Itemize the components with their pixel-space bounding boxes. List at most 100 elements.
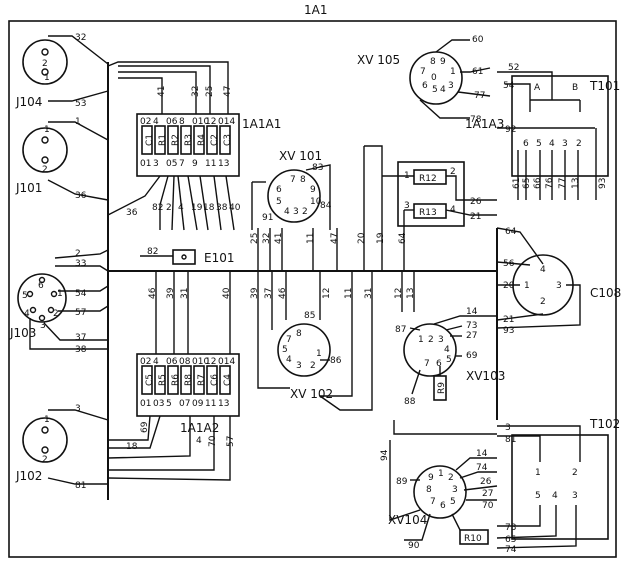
svg-text:84: 84 [320, 201, 332, 211]
board2-pin-label: 12 [205, 357, 216, 367]
svg-text:6: 6 [523, 139, 529, 149]
board2-part-label: R6 [171, 374, 181, 386]
board1-part-r2 [167, 125, 179, 155]
svg-text:26: 26 [470, 197, 482, 207]
svg-text:3: 3 [75, 404, 81, 414]
svg-text:74: 74 [476, 463, 488, 473]
svg-text:19: 19 [376, 232, 386, 244]
svg-text:94: 94 [380, 449, 390, 461]
svg-text:1: 1 [44, 125, 50, 135]
svg-text:70: 70 [482, 501, 494, 511]
svg-text:1: 1 [524, 281, 530, 291]
svg-text:3: 3 [505, 423, 511, 433]
xv102-label: XV 102 [290, 387, 333, 401]
svg-text:5: 5 [535, 491, 541, 501]
svg-text:73: 73 [505, 523, 516, 533]
svg-text:R13: R13 [419, 208, 437, 218]
j102-connector: 1 2 J102 3 81 [15, 404, 109, 491]
board1-part-r3 [180, 125, 192, 155]
svg-text:57: 57 [226, 436, 236, 447]
svg-text:65: 65 [505, 535, 516, 545]
svg-text:2: 2 [302, 207, 308, 217]
e101-terminal: E101 82 [140, 247, 235, 265]
board2-part-label: C6 [210, 374, 220, 386]
svg-text:5: 5 [536, 139, 542, 149]
board3-label: 1A1A3 [465, 117, 504, 131]
board1-pin-label: 8 [179, 117, 185, 127]
svg-text:4: 4 [540, 265, 546, 275]
svg-text:64: 64 [505, 227, 517, 237]
svg-text:46: 46 [148, 287, 158, 299]
svg-text:92: 92 [505, 125, 516, 135]
svg-text:21: 21 [503, 315, 514, 325]
svg-text:4: 4 [286, 355, 292, 365]
svg-text:3: 3 [572, 491, 578, 501]
svg-text:69: 69 [466, 351, 478, 361]
svg-text:20: 20 [357, 232, 367, 244]
svg-text:31: 31 [180, 288, 190, 299]
board1-part-label: C3 [223, 134, 233, 146]
svg-text:3: 3 [404, 201, 410, 211]
r12-resistor [413, 169, 447, 185]
svg-text:38: 38 [75, 345, 87, 355]
svg-text:7: 7 [286, 335, 292, 345]
board1-pin-label: 7 [179, 159, 185, 169]
svg-text:26: 26 [480, 477, 492, 487]
board2-part-label: C4 [223, 374, 233, 386]
svg-text:2: 2 [572, 468, 578, 478]
svg-text:40: 40 [222, 287, 232, 299]
svg-text:4: 4 [24, 309, 30, 319]
svg-text:14: 14 [476, 449, 488, 459]
svg-text:0: 0 [431, 73, 437, 83]
svg-text:6: 6 [440, 501, 446, 511]
svg-text:12: 12 [322, 288, 332, 299]
svg-text:57: 57 [75, 308, 86, 318]
svg-text:1: 1 [316, 349, 322, 359]
svg-text:73: 73 [466, 321, 477, 331]
svg-text:8: 8 [300, 175, 306, 185]
r10-resistor [459, 529, 489, 545]
board2-pin-label: 06 [166, 357, 178, 367]
svg-text:9: 9 [428, 473, 434, 483]
svg-text:11: 11 [344, 288, 354, 299]
board1-part-label: R2 [171, 134, 181, 146]
board1-part-label: C2 [210, 134, 220, 146]
svg-text:B: B [572, 83, 578, 93]
board1-pin-label: 05 [166, 159, 177, 169]
board1-pin-label: 010 [192, 117, 209, 127]
svg-text:7: 7 [290, 175, 296, 185]
svg-text:1: 1 [418, 335, 424, 345]
j103-label: J103 [9, 326, 36, 340]
svg-text:7: 7 [420, 67, 426, 77]
chassis-outline [8, 20, 617, 558]
board2-part-r7 [193, 365, 205, 395]
svg-text:82: 82 [147, 247, 158, 257]
board2-part-r6 [167, 365, 179, 395]
svg-text:52: 52 [508, 63, 519, 73]
svg-text:61: 61 [472, 67, 483, 77]
svg-text:25: 25 [205, 86, 215, 97]
svg-text:69: 69 [140, 421, 150, 433]
svg-text:65: 65 [522, 178, 532, 189]
svg-text:40: 40 [229, 203, 241, 213]
svg-text:3: 3 [448, 81, 454, 91]
svg-text:41: 41 [157, 86, 167, 97]
board2-pin-label: 010 [192, 357, 209, 367]
board1-pin-label: 12 [205, 117, 216, 127]
svg-text:36: 36 [126, 208, 138, 218]
board1-pin-label: 13 [218, 159, 229, 169]
svg-text:81: 81 [505, 435, 516, 445]
svg-text:13: 13 [571, 178, 581, 189]
mid-bus-drops: 39 37 46 12 11 31 12 13 [250, 271, 416, 411]
svg-text:86: 86 [330, 356, 342, 366]
svg-text:5: 5 [22, 291, 28, 301]
svg-text:33: 33 [75, 259, 86, 269]
svg-text:2: 2 [448, 473, 454, 483]
board2-part-label: R8 [184, 374, 194, 386]
svg-text:1: 1 [75, 117, 81, 127]
svg-text:2: 2 [42, 455, 48, 465]
